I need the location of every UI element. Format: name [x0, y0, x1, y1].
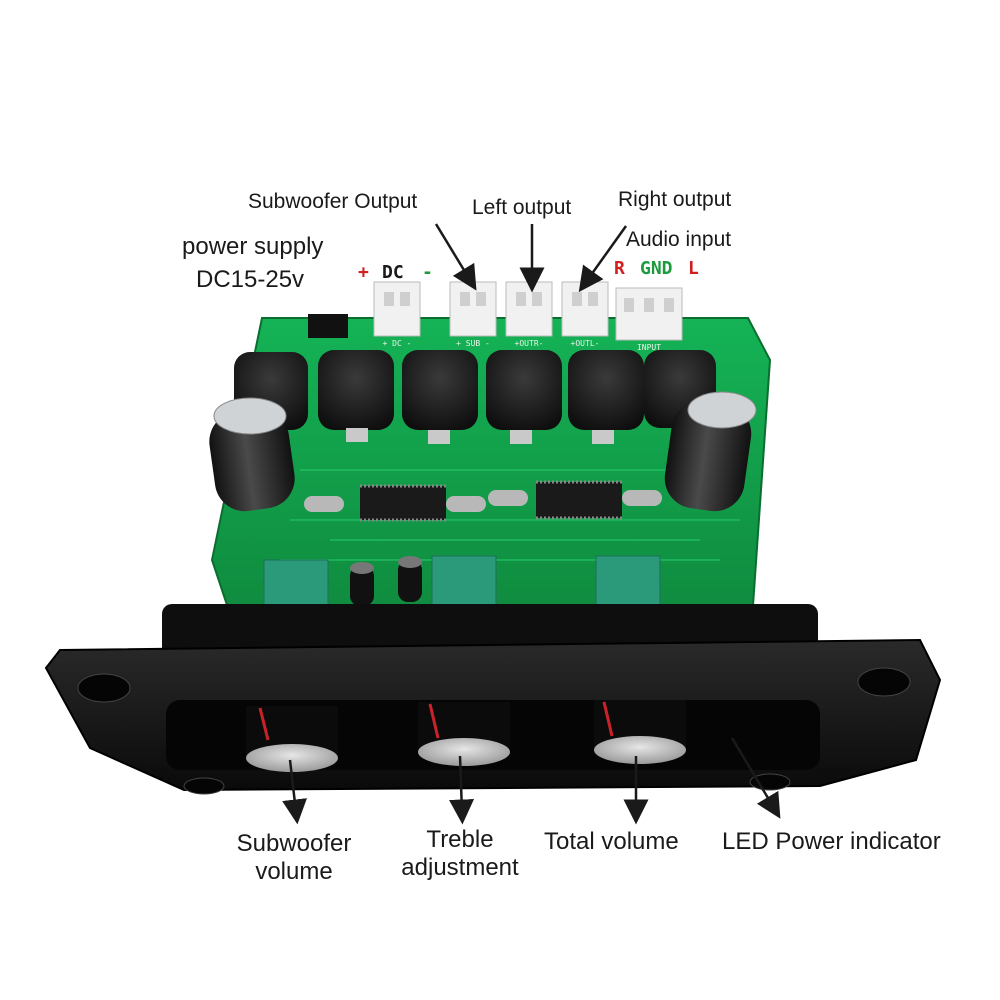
small-capacitors: [350, 556, 422, 606]
potentiometers: [263, 555, 661, 611]
label-treble-line2: adjustment: [401, 853, 519, 881]
label-right-output: Right output: [618, 188, 732, 211]
silk-outr: +OUTR-: [515, 339, 544, 348]
silk-input: INPUT: [637, 343, 661, 352]
polarity-l: L: [688, 258, 699, 279]
knob-total-volume: [594, 700, 686, 764]
arrow-led-indicator: [730, 737, 781, 819]
label-subwoofer-output: Subwoofer Output: [248, 190, 418, 213]
oval-components: [304, 490, 662, 512]
sub-connector: [449, 281, 497, 337]
label-treble-line1: Treble: [426, 826, 494, 853]
label-treble-adjustment: Treble adjustment: [401, 826, 518, 881]
input-connector: [615, 287, 683, 341]
label-power-voltage: DC15-25v: [196, 266, 305, 293]
arrow-subwoofer-volume: [282, 759, 307, 825]
power-switch: [308, 314, 348, 338]
label-audio-input: Audio input: [626, 228, 732, 251]
inductor-row: [234, 350, 716, 444]
polarity-dc-plus: +: [358, 262, 369, 283]
arrow-subwoofer-output: [434, 223, 477, 291]
capacitor-right: [664, 391, 757, 512]
front-panel: [44, 604, 942, 795]
dc-connector: [373, 281, 421, 337]
knob-subwoofer: [246, 706, 338, 772]
callout-arrows: [282, 223, 781, 825]
outl-connector: [561, 281, 609, 337]
label-subwoofer-volume-line2: volume: [255, 857, 333, 885]
silk-outl: +OUTL-: [571, 339, 600, 348]
polarity-dc-minus: -: [422, 262, 433, 283]
label-led-power-indicator: LED Power indicator: [722, 828, 941, 855]
label-power-supply: power supply: [182, 233, 324, 260]
knob-treble: [418, 702, 510, 766]
silk-dc: + DC -: [383, 339, 412, 348]
capacitor-left: [209, 397, 295, 512]
arrow-treble: [449, 755, 475, 825]
label-left-output: Left output: [472, 196, 572, 219]
silk-sub: + SUB -: [456, 339, 490, 348]
label-subwoofer-volume-line1: Subwoofer: [236, 830, 352, 857]
label-total-volume: Total volume: [544, 828, 679, 855]
label-subwoofer-volume: Subwoofer volume: [237, 830, 352, 885]
polarity-r: R: [614, 258, 625, 279]
arrow-right-output: [578, 225, 628, 293]
outr-connector: [505, 281, 553, 337]
polarity-gnd: GND: [640, 258, 673, 279]
polarity-dc-label: DC: [382, 262, 404, 283]
amplifier-chips: [360, 480, 622, 522]
